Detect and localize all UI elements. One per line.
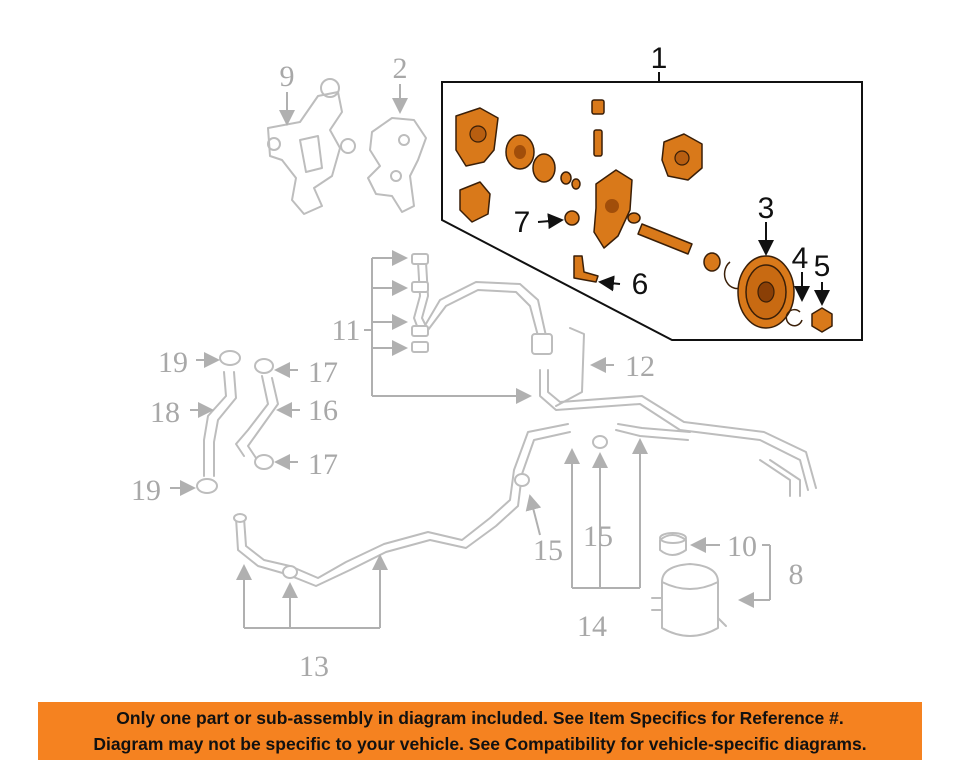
hose-part-16 xyxy=(235,375,279,459)
callout-4: 4 xyxy=(792,242,809,275)
disclaimer-line-2: Diagram may not be specific to your vehi… xyxy=(93,734,867,754)
disclaimer-line-1: Only one part or sub-assembly in diagram… xyxy=(116,708,844,728)
callout-19-top: 19 xyxy=(158,346,188,379)
callout-18: 18 xyxy=(150,396,180,429)
bracket-part-9 xyxy=(267,78,356,215)
clamp-parts xyxy=(196,350,274,494)
callout-17-top: 17 xyxy=(308,356,338,389)
callout-3: 3 xyxy=(758,192,775,225)
callout-12: 12 xyxy=(625,350,655,383)
callout-1: 1 xyxy=(651,42,668,75)
callout-16: 16 xyxy=(308,394,338,427)
callout-19-bottom: 19 xyxy=(131,474,161,507)
callout-5: 5 xyxy=(814,250,831,283)
bracket-part-2 xyxy=(367,117,427,213)
reservoir-cap-part-10 xyxy=(659,532,687,556)
callout-7: 7 xyxy=(514,206,531,239)
callout-11: 11 xyxy=(332,314,361,347)
callout-17-bottom: 17 xyxy=(308,448,338,481)
disclaimer-banner: Only one part or sub-assembly in diagram… xyxy=(38,702,922,760)
callout-6: 6 xyxy=(632,268,649,301)
callout-10: 10 xyxy=(727,530,757,563)
callout-13: 13 xyxy=(299,650,329,683)
power-steering-diagram: 1 3 4 5 6 7 9 2 11 12 19 17 18 16 17 19 … xyxy=(131,42,863,683)
return-line-part-13 xyxy=(233,423,691,587)
callout-15-left: 15 xyxy=(533,534,563,567)
gray-leader-lines xyxy=(170,84,771,629)
callout-2: 2 xyxy=(393,52,408,85)
reservoir-part-8 xyxy=(651,563,727,637)
callout-8: 8 xyxy=(789,558,804,591)
callout-9: 9 xyxy=(280,60,295,93)
hose-part-18 xyxy=(203,371,237,477)
pump-assembly-part-1 xyxy=(441,81,863,341)
callout-15-right: 15 xyxy=(583,520,613,553)
callout-14: 14 xyxy=(577,610,607,643)
dark-leader-lines xyxy=(537,72,830,306)
